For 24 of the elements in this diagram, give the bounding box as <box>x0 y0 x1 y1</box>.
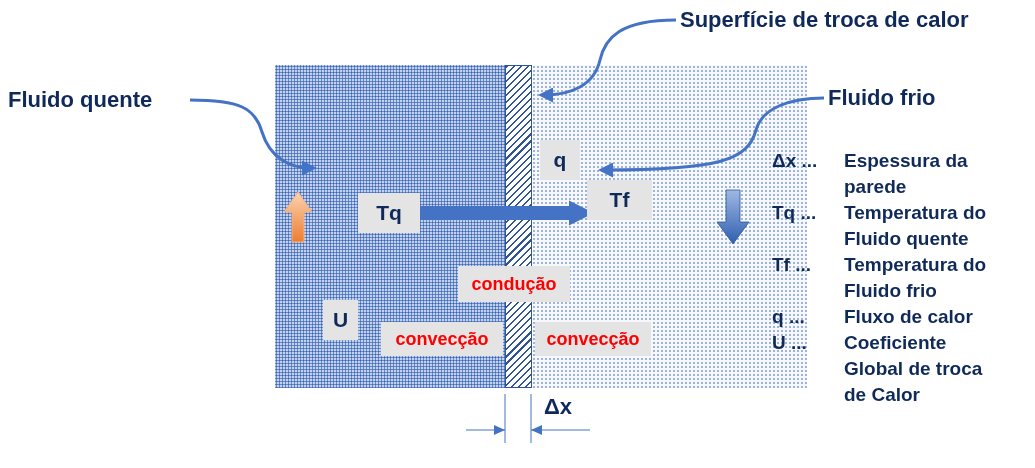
symbol-label: q <box>540 140 580 180</box>
mode-label: convecção <box>381 322 503 356</box>
callout-label: Fluido frio <box>828 82 958 114</box>
dimension-label: Δx <box>544 394 573 420</box>
mode-label: convecção <box>535 322 651 356</box>
symbol-description: Coeficiente Global de troca de Calor <box>844 331 984 407</box>
symbol-key: Δx ... <box>772 148 844 200</box>
mode-label: condução <box>458 266 570 302</box>
symbol-description: Espessura da parede <box>844 149 969 199</box>
symbol-label: Tf <box>587 180 652 220</box>
leader-arrow <box>189 98 317 176</box>
symbol-description: Fluxo de calor <box>844 305 974 329</box>
leader-arrow <box>538 18 677 103</box>
symbol-description: Temperatura do Fluido quente <box>844 201 988 251</box>
callout-label: Fluido quente <box>8 84 186 116</box>
symbol-label: Tq <box>358 193 420 233</box>
symbol-key: Tf ... <box>772 252 844 304</box>
leader-arrow <box>598 96 825 178</box>
symbol-key: Tq ... <box>772 200 844 252</box>
symbol-key: q ... <box>772 304 844 330</box>
symbol-label: U <box>323 300 358 340</box>
symbol-key: U ... <box>772 330 844 408</box>
symbol-description: Temperatura do Fluido frio <box>844 253 988 303</box>
callout-label: Superfície de troca de calor <box>680 4 1020 36</box>
